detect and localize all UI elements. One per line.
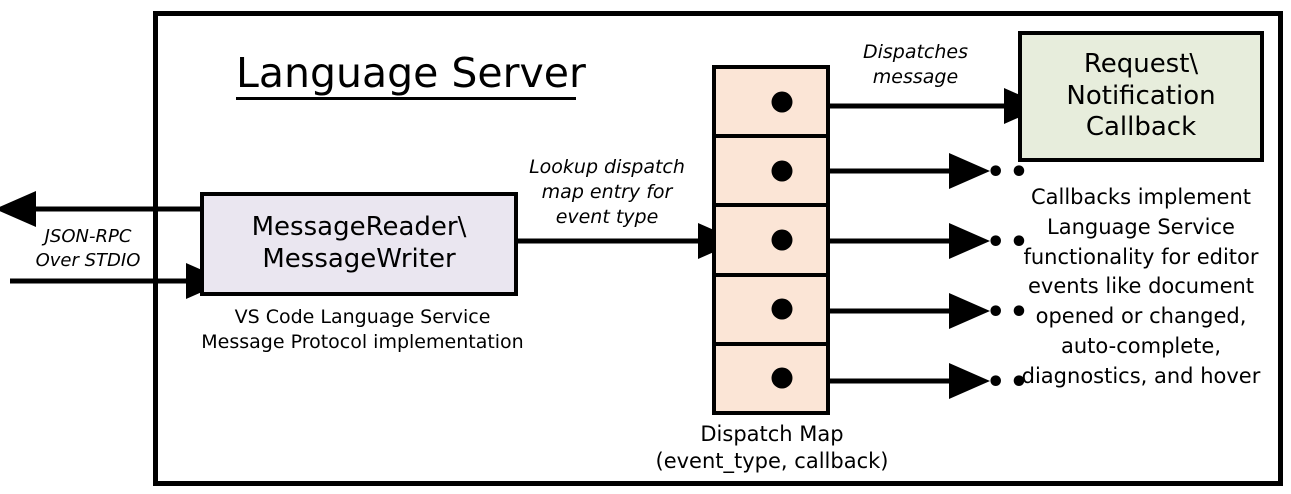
jsonrpc-label-line-2: Over STDIO (35, 250, 141, 272)
dispatches-message-edge-label: Dispatches message (838, 40, 993, 90)
callback-caption-line-6: auto-complete, (1061, 334, 1221, 359)
callback-dot-icon (771, 229, 793, 251)
jsonrpc-edge-label: JSON-RPC Over STDIO (18, 225, 158, 274)
callback-line-3: Callback (1085, 112, 1197, 143)
row-3-ellipsis: ••• (963, 225, 1033, 260)
lookup-label-line-2: map entry for (541, 181, 673, 204)
dispatch-map-row[interactable] (716, 346, 826, 411)
language-server-container (153, 11, 1283, 486)
lookup-label-line-1: Lookup dispatch (529, 156, 685, 178)
request-notification-callback-node[interactable]: Request\ Notification Callback (1018, 31, 1264, 162)
message-reader-writer-node[interactable]: MessageReader\ MessageWriter (200, 192, 518, 296)
callback-caption-line-2: Language Service (1047, 214, 1235, 239)
callback-line-1: Request\ (1083, 48, 1199, 79)
dispatch-map-table[interactable] (712, 65, 830, 415)
dispatch-map-row[interactable] (716, 277, 826, 346)
page-title: Language Server (236, 51, 586, 101)
jsonrpc-label-line-1: JSON-RPC (44, 226, 132, 247)
row-5-ellipsis: ••• (963, 365, 1033, 400)
dispatch-caption-line-1: Dispatch Map (700, 422, 844, 446)
dispatches-label-line-1: Dispatches (862, 41, 969, 63)
dispatch-map-row[interactable] (716, 207, 826, 277)
callback-caption-line-1: Callbacks implement (1030, 185, 1252, 209)
callback-caption-line-3: functionality for editor (1023, 244, 1259, 269)
dispatch-map-row[interactable] (716, 69, 826, 139)
reader-caption-line-1: VS Code Language Service (234, 306, 491, 328)
reader-caption-line-2: Message Protocol implementation (201, 331, 524, 354)
row-2-ellipsis: ••• (963, 155, 1033, 190)
callback-caption-line-7: diagnostics, and hover (1021, 363, 1261, 388)
dispatches-label-line-2: message (872, 66, 959, 89)
row-4-ellipsis: ••• (963, 295, 1033, 330)
lookup-dispatch-edge-label: Lookup dispatch map entry for event type (512, 155, 702, 230)
callback-caption: Callbacks implement Language Service fun… (1010, 183, 1272, 392)
callback-node-label: Request\ Notification Callback (1066, 49, 1215, 144)
message-writer-line: MessageWriter (262, 244, 456, 274)
message-reader-line: MessageReader\ (251, 212, 467, 243)
message-reader-writer-caption: VS Code Language Service Message Protoco… (190, 305, 535, 356)
callback-dot-icon (771, 91, 793, 113)
dispatch-caption-line-2: (event_type, callback) (655, 449, 889, 474)
callback-caption-line-4: events like document (1027, 274, 1255, 299)
callback-line-2: Notification (1066, 80, 1216, 111)
dispatch-map-row[interactable] (716, 138, 826, 208)
callback-dot-icon (771, 160, 793, 182)
dispatch-map-caption: Dispatch Map (event_type, callback) (652, 421, 892, 476)
callback-caption-line-5: opened or changed, (1035, 304, 1247, 329)
callback-dot-icon (771, 298, 793, 320)
message-reader-writer-label: MessageReader\ MessageWriter (252, 212, 467, 275)
lookup-label-line-3: event type (555, 206, 659, 229)
callback-dot-icon (771, 367, 793, 389)
